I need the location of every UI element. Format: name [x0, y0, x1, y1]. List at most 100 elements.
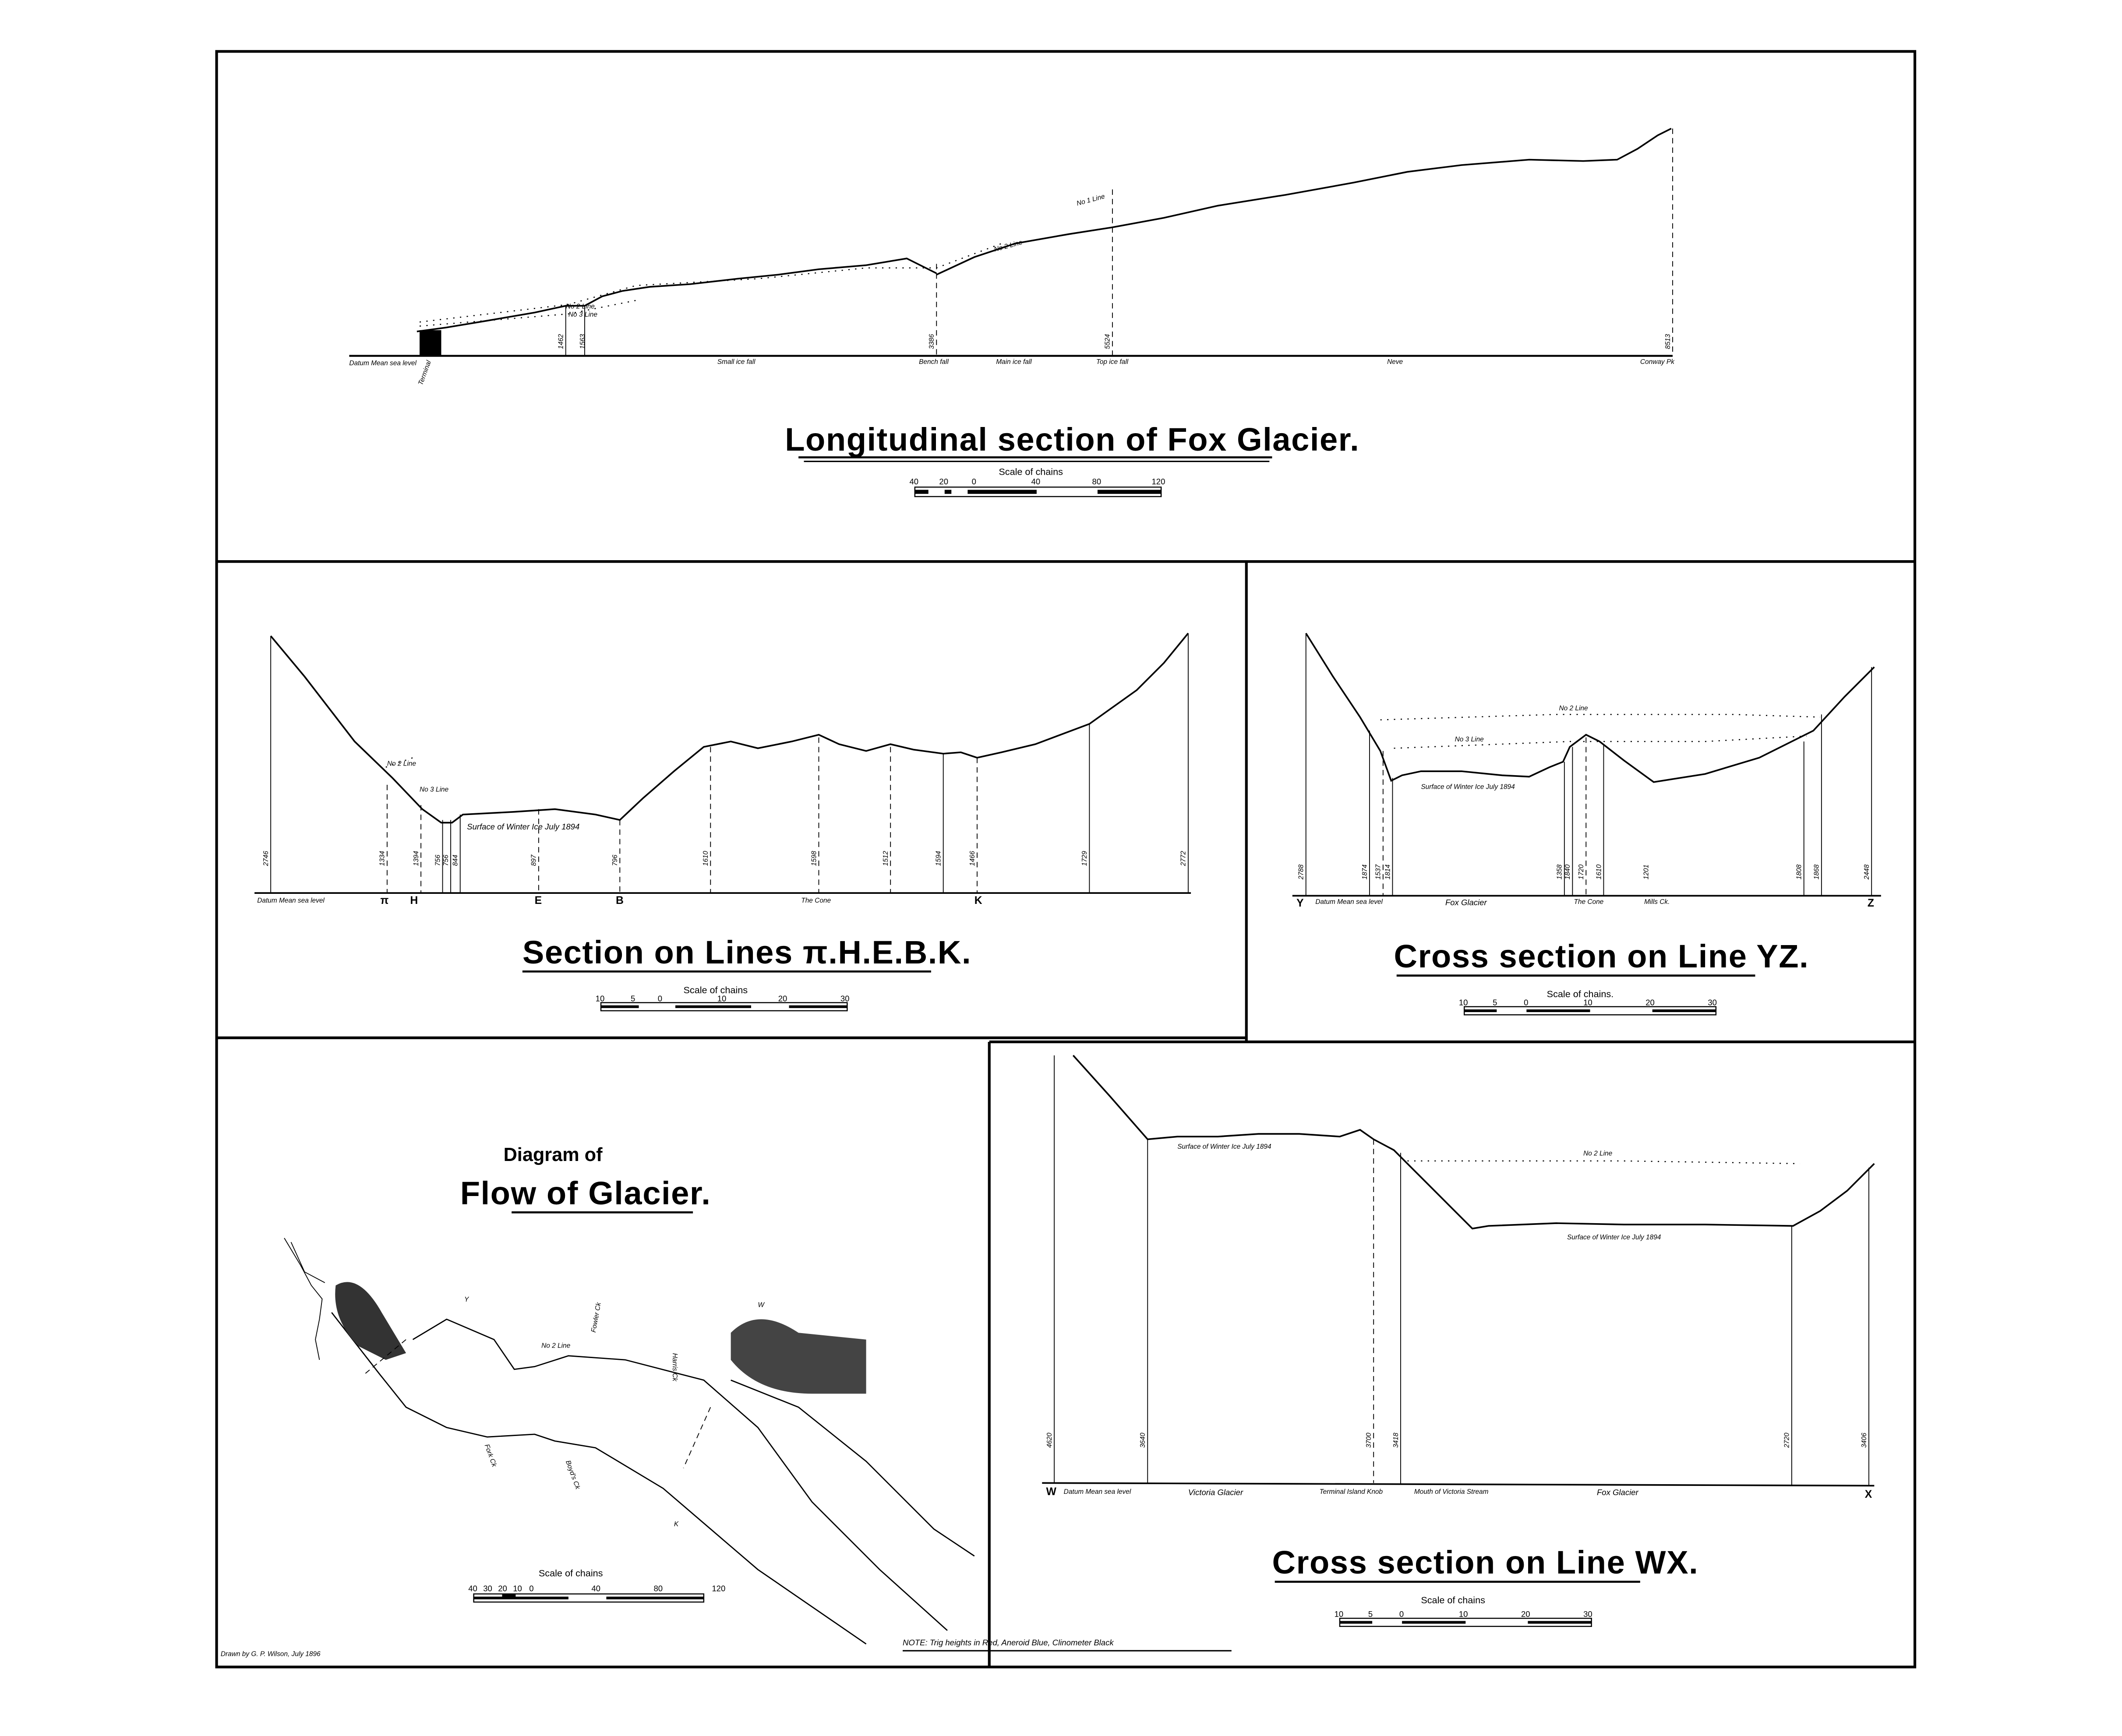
height-value: 2788: [1298, 864, 1305, 880]
height-value: 1537: [1375, 864, 1382, 880]
height-value: 897: [530, 854, 538, 866]
place-label: Fox Glacier: [1445, 898, 1487, 907]
height-value: 2720: [1783, 1433, 1791, 1448]
height-value: 1394: [413, 851, 420, 866]
height-value: 1610: [702, 851, 710, 866]
scale-tick: 5: [631, 994, 635, 1003]
height-value: 3406: [1861, 1433, 1868, 1448]
height-values: 2746 1334 1394 756 756 844 897 796 1610 …: [262, 851, 1187, 867]
height-value: 1358: [1556, 864, 1564, 880]
drawn-by-credit: Drawn by G. P. Wilson, July 1896: [221, 1651, 321, 1658]
ice-label: Surface of Winter Ice July 1894: [1567, 1234, 1661, 1241]
scale-bar: 10 5 0 10 20 30: [596, 994, 849, 1012]
section-title: Cross section on Line WX.: [1272, 1544, 1698, 1581]
scale-tick: 10: [596, 994, 605, 1003]
outer-frame: [215, 50, 1917, 1669]
height-value: 1814: [1384, 864, 1391, 879]
place-label: Bench fall: [919, 358, 949, 366]
line-label: No 1 Line: [1076, 193, 1106, 208]
no2-line-trace: [1407, 1160, 1800, 1164]
height-value: 3386: [928, 334, 936, 349]
section-title: Section on Lines π.H.E.B.K.: [523, 934, 971, 970]
line-label: No 3 Line: [1455, 736, 1484, 743]
scale-tick: 20: [1645, 998, 1655, 1007]
scale-tick: 120: [1152, 477, 1165, 486]
scale-tick: 120: [712, 1584, 725, 1593]
height-value: 1598: [810, 851, 818, 866]
map-label: W: [758, 1302, 765, 1309]
place-label: The Cone: [1574, 898, 1603, 906]
section-title: Cross section on Line YZ.: [1394, 938, 1809, 974]
section-marker: π: [380, 895, 388, 907]
scale-tick: 10: [717, 994, 727, 1003]
section-marker: H: [410, 895, 418, 907]
height-value: 5524: [1104, 334, 1112, 349]
height-value: 1462: [558, 334, 565, 349]
height-value: 4620: [1046, 1433, 1053, 1448]
height-value: 1512: [882, 851, 890, 866]
section-marker: K: [974, 895, 982, 907]
ground-profile: [270, 632, 1189, 824]
scale-bar: 40 20 0 40 80 120: [909, 477, 1165, 498]
scale-tick: 40: [591, 1584, 600, 1593]
line-label: No 2 Line: [387, 760, 416, 768]
scale-label: Scale of chains: [683, 984, 748, 995]
map-label: K: [674, 1521, 679, 1528]
place-label: Victoria Glacier: [1188, 1488, 1243, 1497]
height-value: 1868: [1813, 864, 1821, 880]
place-label: Mouth of Victoria Stream: [1414, 1488, 1489, 1496]
height-value: 1594: [935, 851, 943, 866]
no2-line-trace: [1380, 714, 1820, 720]
height-value: 2772: [1180, 851, 1187, 867]
scale-tick: 20: [939, 477, 948, 486]
place-label: Mills Ck.: [1644, 898, 1670, 906]
section-marker: Z: [1868, 897, 1874, 909]
height-value: 2746: [262, 851, 270, 867]
scale-tick: 80: [1092, 477, 1102, 486]
line-label: No 3 Line: [568, 311, 597, 318]
ice-label: Surface of Winter Ice July 1894: [467, 822, 579, 831]
scale-tick: 40: [909, 477, 918, 486]
height-value: 1720: [1578, 864, 1585, 880]
scale-bar: 10 5 0 10 20 30: [1335, 1609, 1592, 1627]
datum-label: Datum Mean sea level: [349, 360, 417, 367]
glacier-surface-profile: [417, 127, 1672, 332]
height-values: 2788 1874 1537 1814 1358 1840 1720 1610 …: [1298, 864, 1871, 880]
line-label: No 2 Line: [1559, 705, 1588, 712]
height-value: 1610: [1595, 864, 1603, 880]
height-value: 756: [434, 854, 441, 866]
ice-label: Surface of Winter Ice July 1894: [1421, 783, 1515, 790]
height-value: 3700: [1365, 1433, 1373, 1448]
map-label: Harris Ck: [671, 1353, 678, 1382]
ice-label: Surface of Winter Ice July 1894: [1177, 1143, 1271, 1150]
glacier-edge-east: [731, 1380, 975, 1557]
diagram-title-line1: Diagram of: [504, 1144, 603, 1165]
scale-bar: 40 30 20 10 0 40 80 120: [468, 1584, 725, 1603]
scale-tick: 0: [972, 477, 976, 486]
scale-tick: 30: [1708, 998, 1717, 1007]
scale-tick: 0: [1399, 1609, 1404, 1619]
height-value: 3640: [1139, 1433, 1147, 1448]
section-marker: B: [616, 895, 624, 907]
place-label: Terminal Island Knob: [1320, 1488, 1383, 1496]
scale-tick: 5: [1368, 1609, 1373, 1619]
datum-label: Datum Mean sea level: [1315, 898, 1383, 906]
cross-section-yz: No 2 Line No 3 Line Surface of Winter Ic…: [1292, 632, 1881, 1016]
height-value: 1874: [1361, 864, 1369, 879]
place-label: Conway Pk: [1640, 358, 1675, 366]
height-value: 1466: [969, 851, 976, 866]
section-lines-pheBK: Surface of Winter Ice July 1894 No 2 Lin…: [254, 632, 1191, 1012]
cross-section-wx: Surface of Winter Ice July 1894 Surface …: [1042, 1055, 1875, 1627]
map-label: Boyd's Ck: [564, 1459, 582, 1491]
map-label: No 2 Line: [541, 1342, 570, 1349]
height-values: 4620 3640 3700 3418 2720 3406: [1046, 1433, 1868, 1448]
line-label: No 2 Line: [566, 303, 595, 310]
datum-label: Datum Mean sea level: [1064, 1488, 1131, 1496]
scale-tick: 10: [1459, 1609, 1468, 1619]
scale-tick: 30: [483, 1584, 492, 1593]
section-marker: E: [535, 895, 542, 907]
place-label: The Cone: [801, 897, 831, 904]
névé-basin: [731, 1319, 866, 1394]
height-value: 1563: [579, 334, 586, 349]
